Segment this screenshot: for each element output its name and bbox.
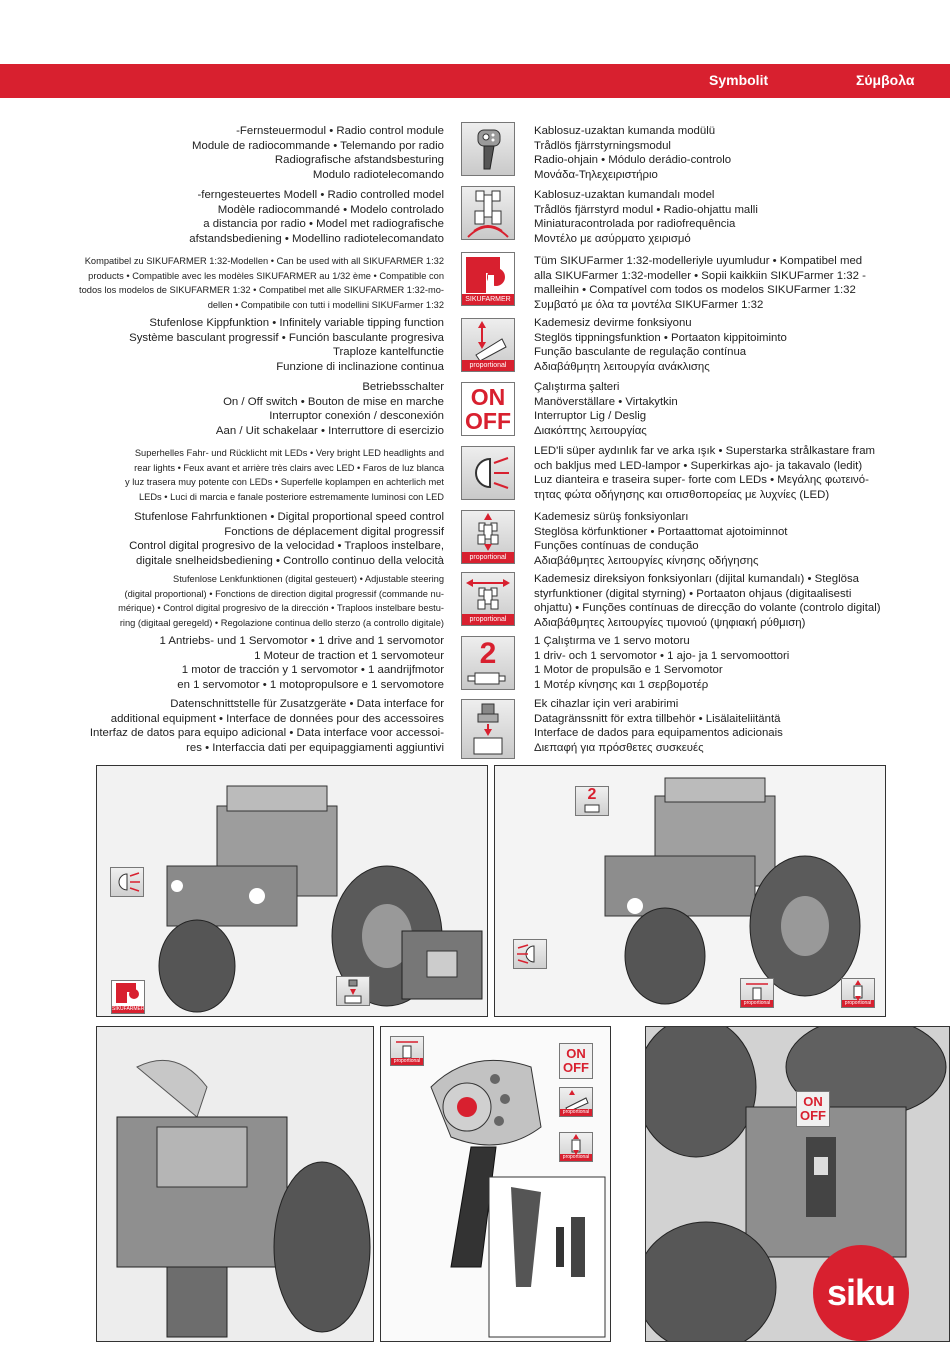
tipping-function-icon: proportional	[461, 318, 515, 372]
motors-icon: 2	[461, 636, 515, 690]
header-title-el: Σύμβολα	[856, 72, 915, 88]
row-text-left: Datenschnittstelle für Zusatzgeräte • Da…	[89, 698, 444, 754]
row-text-right: Tüm SIKUFarmer 1:32-modelleriyle uyumlud…	[534, 255, 866, 311]
led-lights-icon	[461, 446, 515, 500]
led-lights-icon	[110, 867, 144, 897]
photo-tractor-side: 2 proportional proportional	[494, 765, 886, 1017]
steering-icon: proportional	[740, 978, 774, 1008]
header-title-fi: Symbolit	[709, 72, 769, 88]
row-text-right: Kademesiz direksiyon fonksiyonları (diji…	[534, 573, 881, 629]
data-interface-icon	[461, 699, 515, 759]
row-text-left: Stufenlose Fahrfunktionen • Digital prop…	[129, 511, 444, 567]
steering-icon: proportional	[390, 1036, 424, 1066]
row-text-left: Stufenlose Kippfunktion • Infinitely var…	[129, 317, 444, 373]
motor-count: 2	[479, 637, 497, 670]
steering-icon: proportional	[461, 572, 515, 626]
led-lights-icon	[513, 939, 547, 969]
sikufarmer-icon: SIKUFARMER	[111, 980, 145, 1014]
siku-logo: siku	[813, 1245, 909, 1341]
row-text-left: 1 Antriebs- und 1 Servomotor • 1 drive a…	[159, 635, 444, 691]
motors-icon: 2	[575, 786, 609, 816]
row-text-left: Kompatibel zu SIKUFARMER 1:32-Modellen •…	[79, 256, 444, 310]
row-text-left: Stufenlose Lenkfunktionen (digital geste…	[118, 574, 444, 628]
sikufarmer-icon: SIKUFARMER	[461, 252, 515, 306]
speed-control-icon: proportional	[841, 978, 875, 1008]
photo-tractor-rear	[96, 1026, 374, 1342]
row-text-left: Superhelles Fahr- und Rücklicht mit LEDs…	[125, 448, 444, 502]
radio-controlled-model-icon	[461, 186, 515, 240]
photo-tractor-front: SIKUFARMER	[96, 765, 488, 1017]
tipping-function-icon: proportional	[559, 1087, 593, 1117]
sikufarmer-badge: SIKUFARMER	[462, 294, 514, 305]
sikufarmer-badge: SIKUFARMER	[112, 1006, 145, 1013]
row-text-left: -ferngesteuertes Modell • Radio controll…	[189, 189, 444, 245]
proportional-badge: proportional	[462, 614, 514, 625]
data-interface-icon	[336, 976, 370, 1006]
speed-control-icon: proportional	[559, 1132, 593, 1162]
header-bar: Symbolit Σύμβολα	[0, 64, 950, 98]
row-text-right: LED'li süper aydınlık far ve arka ışık •…	[534, 445, 876, 501]
proportional-badge: proportional	[462, 360, 514, 371]
proportional-badge: proportional	[462, 552, 514, 563]
radio-control-module-icon	[461, 122, 515, 176]
speed-control-icon: proportional	[461, 510, 515, 564]
